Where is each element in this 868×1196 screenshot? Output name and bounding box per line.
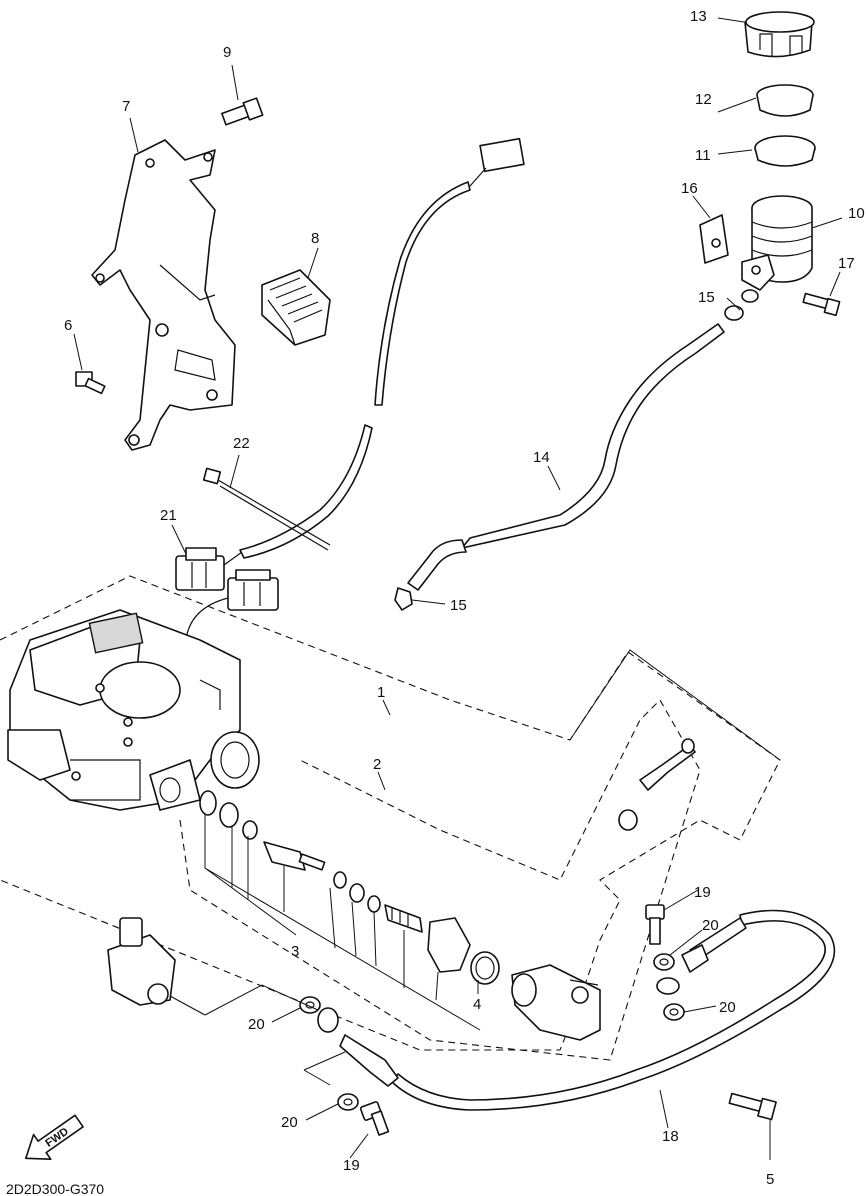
- diagram-code: 2D2D300-G370: [6, 1181, 104, 1196]
- leader-lines: [73, 17, 843, 1160]
- hose-end-lower: [317, 1007, 399, 1087]
- callout-7: 7: [122, 98, 130, 115]
- callout-20-lower: 20: [281, 1114, 298, 1131]
- washer-20-lower-right: [663, 1003, 685, 1021]
- assembly-outline-1: [0, 575, 781, 1051]
- hose-clamp: [618, 809, 638, 831]
- callout-17: 17: [838, 255, 855, 272]
- connector-mating: [185, 569, 279, 691]
- hose-fitting-block: [511, 964, 601, 1041]
- reservoir-cap: [744, 11, 815, 58]
- reservoir-plate: [754, 135, 816, 167]
- washer-20-left: [299, 996, 321, 1014]
- screw-17: [802, 292, 841, 317]
- callout-6: 6: [64, 317, 72, 334]
- forward-arrow-icon: FWD: [24, 1114, 84, 1160]
- bolt-9: [221, 97, 264, 126]
- hose-end-upper: [656, 944, 709, 995]
- callout-1: 1: [377, 684, 385, 701]
- callout-20-upper: 20: [702, 917, 719, 934]
- callout-22: 22: [233, 435, 250, 452]
- assembly-outline-2: [179, 699, 701, 1061]
- callout-13: 13: [690, 8, 707, 25]
- reservoir-hose: [407, 323, 725, 591]
- bracket-16: [699, 214, 729, 264]
- callout-15-upper: 15: [698, 289, 715, 306]
- mounting-bracket: [91, 139, 236, 451]
- callout-3: 3: [291, 943, 299, 960]
- callout-8: 8: [311, 230, 319, 247]
- bolt-5: [728, 1092, 777, 1121]
- callout-20-left: 20: [248, 1016, 265, 1033]
- clamp-15-upper: [724, 289, 759, 321]
- reservoir-body: [741, 195, 813, 291]
- wire-harness-upper: [374, 137, 525, 406]
- plunger-parts: [199, 790, 500, 985]
- callout-2: 2: [373, 756, 381, 773]
- union-bolt-19-lower: [359, 1101, 390, 1136]
- callout-5: 5: [766, 1171, 774, 1188]
- bypass-valve: [107, 917, 206, 1016]
- bolt-6: [75, 371, 106, 395]
- callout-19-upper: 19: [694, 884, 711, 901]
- callout-20-right: 20: [719, 999, 736, 1016]
- connector-21: [175, 547, 243, 591]
- callout-19-lower: 19: [343, 1157, 360, 1174]
- callout-18: 18: [662, 1128, 679, 1145]
- clamp-15-lower: [394, 587, 413, 611]
- callout-labels: 13 12 11 16 10 17 15 9 7 8 6 22 14 21 15…: [64, 8, 865, 1188]
- callout-10: 10: [848, 205, 865, 222]
- wire-harness-lower: [239, 424, 373, 559]
- elbow-fitting: [639, 738, 696, 791]
- callout-11: 11: [695, 147, 711, 164]
- callout-16: 16: [681, 180, 698, 197]
- callout-9: 9: [223, 44, 231, 61]
- callout-21: 21: [160, 507, 177, 524]
- callout-14: 14: [533, 449, 550, 466]
- cable-tie: [202, 467, 331, 551]
- callout-15-lower: 15: [450, 597, 467, 614]
- throttle-body: [7, 609, 260, 811]
- reservoir-diaphragm: [756, 84, 814, 117]
- union-bolt-19-upper: [645, 904, 665, 945]
- washer-20-lower: [337, 1093, 359, 1111]
- regulator-block: [261, 269, 331, 346]
- callout-12: 12: [695, 91, 712, 108]
- callout-4: 4: [473, 996, 481, 1013]
- washer-20-upper-right: [653, 953, 675, 971]
